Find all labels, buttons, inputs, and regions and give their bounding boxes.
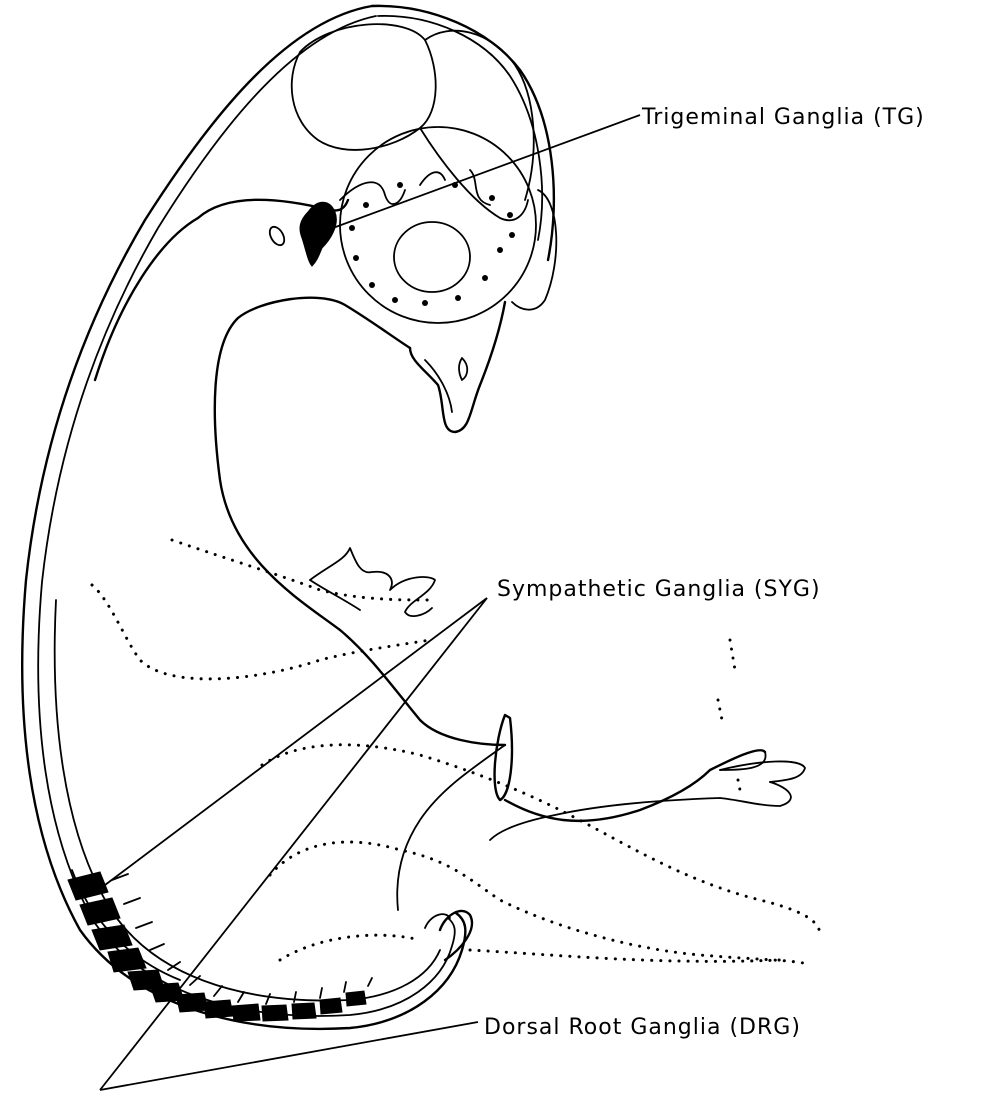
dorsal-root-ganglia-label: Dorsal Root Ganglia (DRG) (484, 1015, 801, 1040)
drg-leader-line (100, 1022, 478, 1090)
trigeminal-ganglia-label: Trigeminal Ganglia (TG) (641, 105, 925, 130)
dotted-contours (92, 540, 820, 965)
tg-leader-line (322, 115, 640, 232)
dorsal-root-ganglia-chain (68, 872, 372, 1021)
sympathetic-ganglia-label: Sympathetic Ganglia (SYG) (497, 577, 821, 602)
leader-lines (100, 115, 640, 1090)
eye-dots (349, 182, 515, 306)
